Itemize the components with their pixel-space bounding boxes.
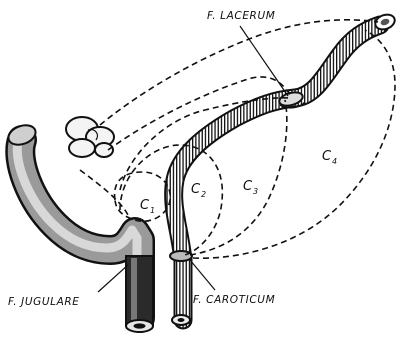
svg-text:C: C: [191, 182, 201, 197]
label-foramen-caroticum: F. CAROTICUM: [193, 294, 275, 306]
label-foramen-lacerum: F. LACERUM: [207, 10, 275, 22]
svg-text:2: 2: [201, 190, 206, 199]
svg-text:4: 4: [332, 157, 337, 166]
label-foramen-jugulare: F. JUGULARE: [8, 296, 80, 308]
cochlea-shape: [66, 117, 114, 157]
svg-text:1: 1: [150, 206, 155, 215]
jugular-lower-segment: [126, 256, 153, 332]
zone-label-c4: C 4: [322, 149, 337, 166]
svg-text:3: 3: [253, 187, 258, 196]
zone-label-c3: C 3: [243, 179, 258, 196]
zone-label-c1: C 1: [140, 198, 155, 215]
svg-text:C: C: [243, 179, 253, 194]
foramen-caroticum-ring: [170, 251, 192, 261]
svg-text:C: C: [322, 149, 332, 164]
svg-text:C: C: [140, 198, 150, 213]
zone-label-c2: C 2: [191, 182, 206, 199]
